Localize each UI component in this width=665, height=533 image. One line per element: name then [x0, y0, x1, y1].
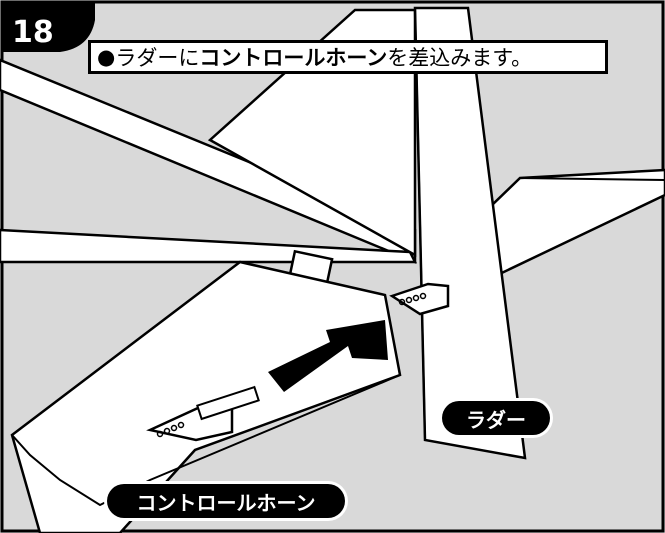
instruction-caption: ●ラダーにコントロールホーンを差込みます。 — [88, 40, 608, 74]
insert-direction-arrow — [268, 320, 388, 392]
horn-hole — [412, 294, 420, 302]
rudder-label: ラダー — [442, 401, 550, 435]
caption-text-bold: コントロールホーン — [199, 46, 388, 70]
wing-horn-slot — [196, 385, 260, 421]
wing-horn-hole — [177, 421, 185, 429]
wing-horn-hole — [170, 424, 178, 432]
wing-horn-hole — [163, 427, 171, 435]
caption-text-after: を差込みます。 — [387, 46, 533, 70]
foreground-wing — [10, 260, 402, 533]
caption-bullet: ● — [97, 45, 116, 69]
step-badge — [3, 3, 95, 52]
step-number: 18 — [12, 15, 54, 50]
horn-hole — [419, 292, 427, 300]
wing-horn-hole — [156, 430, 164, 438]
horn-hole — [398, 298, 406, 306]
rudder-horn — [389, 282, 450, 316]
right-stabilizer-hinge — [519, 177, 665, 181]
wing-trailing-edge — [11, 374, 401, 507]
control-horn-label: コントロールホーン — [107, 484, 345, 518]
rudder-edge — [414, 7, 426, 441]
horn-hole — [405, 296, 413, 304]
caption-text-before: ラダーに — [115, 46, 200, 70]
